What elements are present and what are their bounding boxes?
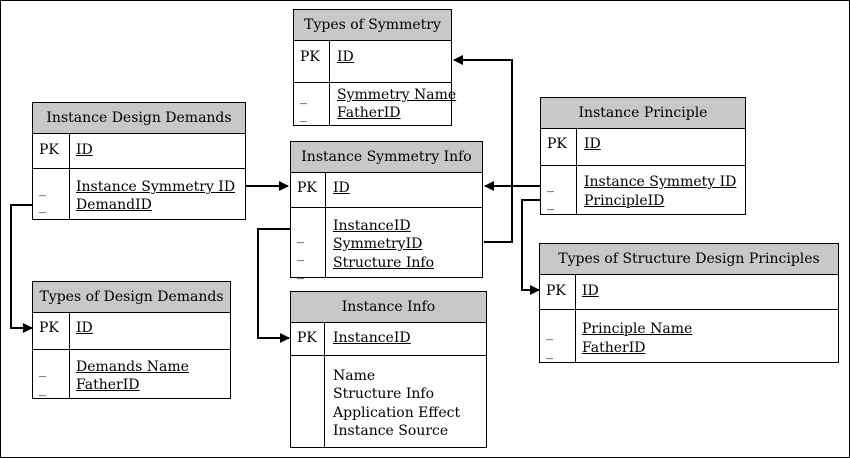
table-title: Instance Design Demands	[33, 103, 245, 134]
pk-field: ID	[76, 320, 93, 336]
pk-field: ID	[333, 180, 350, 196]
field: Demands Name	[76, 359, 189, 375]
column-divider	[575, 275, 576, 362]
pk-row	[541, 129, 745, 166]
connector-principle-to-structure-principles	[521, 199, 540, 295]
pk-row	[291, 323, 486, 356]
table-types-of-structure-design-principles: Types of Structure Design Principles PK …	[539, 243, 839, 363]
field: Structure Info	[333, 255, 434, 271]
attribute: Name	[333, 368, 376, 384]
column-divider	[69, 313, 70, 398]
table-types-of-design-demands: Types of Design Demands PK ID _ _ Demand…	[32, 281, 231, 399]
pk-label: PK	[546, 283, 566, 299]
table-title: Instance Info	[291, 292, 486, 323]
field: SymmetryID	[333, 236, 423, 252]
field: InstanceID	[333, 218, 411, 234]
connector-symmetry-info-to-instance-info	[257, 228, 290, 343]
field: FatherID	[582, 340, 646, 356]
table-title: Types of Design Demands	[33, 282, 230, 313]
table-title: Instance Symmetry Info	[291, 142, 482, 173]
table-title: Instance Principle	[541, 98, 745, 129]
table-instance-symmetry-info: Instance Symmetry Info PK ID _ _ _ Insta…	[290, 141, 483, 280]
connector-demands-to-types-of-demands	[10, 204, 33, 333]
pk-field: InstanceID	[333, 330, 411, 346]
column-divider	[576, 129, 577, 214]
fk-mark: _	[300, 107, 307, 123]
pk-row	[291, 173, 482, 208]
attribute: Application Effect	[333, 405, 461, 421]
fk-mark: _	[297, 228, 304, 244]
column-divider	[69, 134, 70, 219]
field: PrincipleID	[584, 193, 665, 209]
attribute: Structure Info	[333, 386, 434, 402]
pk-row	[294, 41, 451, 83]
fk-mark: _	[39, 198, 46, 214]
table-instance-principle: Instance Principle PK ID _ _ Instance Sy…	[540, 97, 746, 215]
field: FatherID	[76, 377, 140, 393]
field: FatherID	[337, 105, 401, 121]
table-instance-info: Instance Info PK InstanceID Name Structu…	[290, 291, 487, 448]
fk-mark: _	[297, 246, 304, 262]
table-instance-design-demands: Instance Design Demands PK ID _ _ Instan…	[32, 102, 246, 220]
pk-field: ID	[584, 136, 601, 152]
pk-field: ID	[337, 49, 354, 65]
fk-mark: _	[300, 89, 307, 105]
pk-row	[33, 134, 245, 169]
fk-mark: _	[39, 362, 46, 378]
table-title: Types of Symmetry	[294, 10, 451, 41]
pk-label: PK	[297, 180, 317, 196]
fk-mark: _	[547, 177, 554, 193]
field: Instance Symmety ID	[584, 174, 737, 190]
column-divider	[325, 173, 326, 277]
field: Principle Name	[582, 321, 693, 337]
field: DemandID	[76, 197, 152, 213]
table-title: Types of Structure Design Principles	[540, 244, 838, 275]
field: Instance Symmetry ID	[76, 179, 236, 195]
pk-row	[540, 275, 838, 310]
pk-label: PK	[39, 142, 59, 158]
fk-mark: _	[297, 264, 304, 280]
pk-row	[33, 313, 230, 350]
pk-label: PK	[547, 136, 567, 152]
field: Symmetry Name	[337, 87, 457, 103]
fk-mark: _	[547, 195, 554, 211]
fk-mark: _	[546, 325, 553, 341]
pk-label: PK	[39, 320, 59, 336]
column-divider	[329, 41, 330, 125]
table-types-of-symmetry: Types of Symmetry PK ID _ _ Symmetry Nam…	[293, 9, 456, 126]
pk-label: PK	[300, 49, 320, 65]
fk-mark: _	[546, 344, 553, 360]
attribute: Instance Source	[333, 423, 449, 439]
pk-label: PK	[297, 330, 317, 346]
fk-mark: _	[39, 181, 46, 197]
pk-field: ID	[76, 142, 93, 158]
column-divider	[324, 323, 325, 447]
pk-field: ID	[582, 283, 599, 299]
connector-symmetry-info-to-types-of-symmetry	[453, 55, 513, 243]
fk-mark: _	[39, 381, 46, 397]
